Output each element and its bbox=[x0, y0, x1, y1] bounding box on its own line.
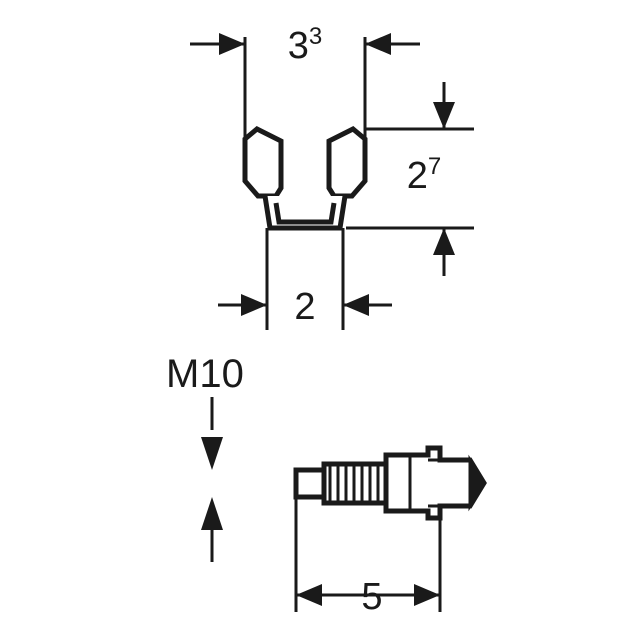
arrow-length-left bbox=[296, 584, 322, 606]
stud-head-detail-lines bbox=[408, 455, 440, 511]
top-view-clip-profile: 33 27 2 bbox=[190, 23, 474, 330]
dim-exponent-height-overall: 7 bbox=[428, 153, 441, 180]
arrow-length-right bbox=[414, 584, 440, 606]
arrow-base-left bbox=[241, 294, 267, 316]
stud-thread-hatching bbox=[328, 464, 380, 503]
arrow-stud-diameter-bottom bbox=[201, 497, 223, 530]
clip-right-arm bbox=[326, 126, 368, 199]
arrow-width-right bbox=[365, 33, 391, 55]
clip-base-inner bbox=[273, 202, 337, 225]
dim-value-width-overall: 3 bbox=[288, 25, 309, 67]
clip-profile-outline bbox=[242, 126, 368, 231]
side-view-threaded-stud: M10 bbox=[166, 352, 487, 618]
arrow-stud-diameter-top bbox=[201, 437, 223, 470]
arrow-height-top bbox=[433, 102, 455, 129]
arrow-width-left bbox=[219, 33, 245, 55]
dim-label-length-stud: 5 bbox=[361, 576, 382, 618]
stud-pointed-tip bbox=[468, 454, 486, 512]
stud-body-outline bbox=[293, 461, 389, 506]
clip-left-arm bbox=[242, 126, 284, 199]
arrow-base-right bbox=[343, 294, 369, 316]
stud-plain-shank bbox=[293, 467, 327, 500]
dim-exponent-width-overall: 3 bbox=[309, 23, 322, 50]
dim-label-width-base: 2 bbox=[294, 286, 315, 328]
dim-label-width-overall: 33 bbox=[288, 23, 323, 67]
dim-label-height-overall: 27 bbox=[407, 153, 442, 197]
dim-value-height-overall: 2 bbox=[407, 155, 428, 197]
arrow-height-bottom bbox=[433, 228, 455, 255]
annotation-thread-spec: M10 bbox=[166, 352, 244, 396]
